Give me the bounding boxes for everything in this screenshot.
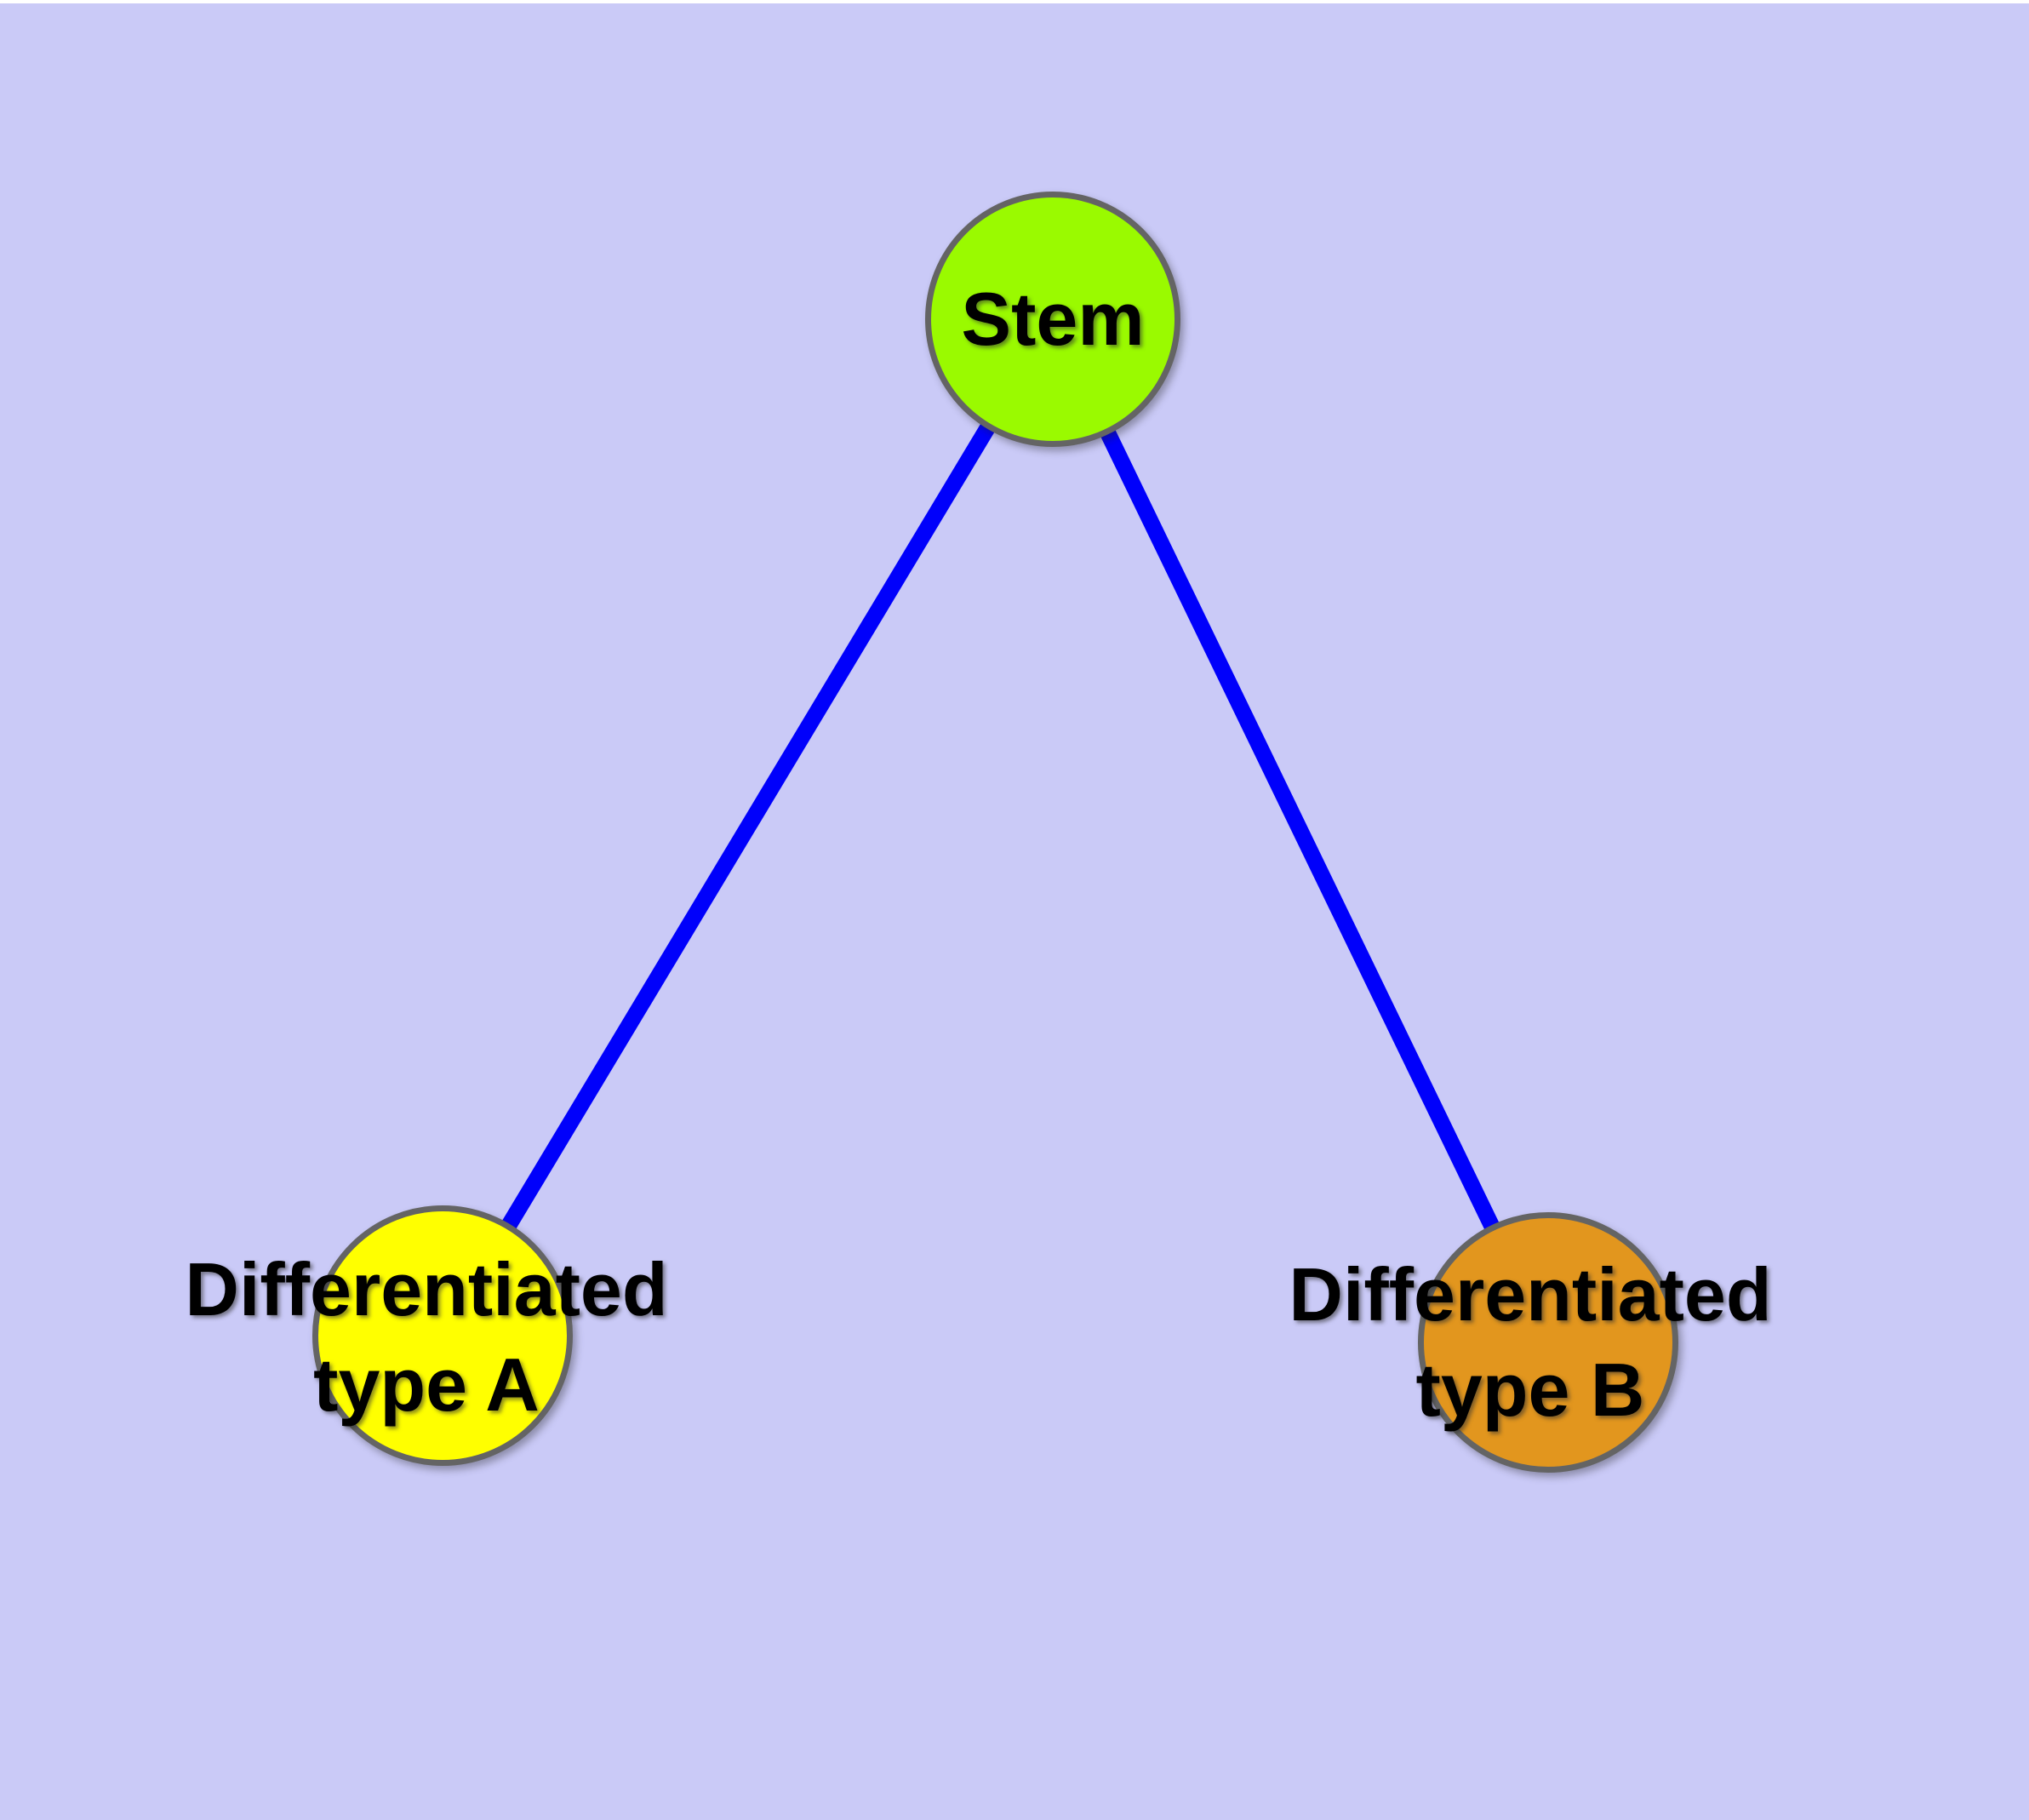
- edge-stem-to-type-a: [435, 315, 1060, 1340]
- edge-stem-to-type-b: [1045, 315, 1556, 1347]
- node-stem: [925, 192, 1180, 447]
- diagram-canvas: Stem Differentiated type A Differentiate…: [0, 3, 2029, 1820]
- edge-layer: [435, 315, 1556, 1347]
- node-differentiated-type-a: [312, 1205, 573, 1466]
- node-differentiated-type-b: [1418, 1212, 1678, 1473]
